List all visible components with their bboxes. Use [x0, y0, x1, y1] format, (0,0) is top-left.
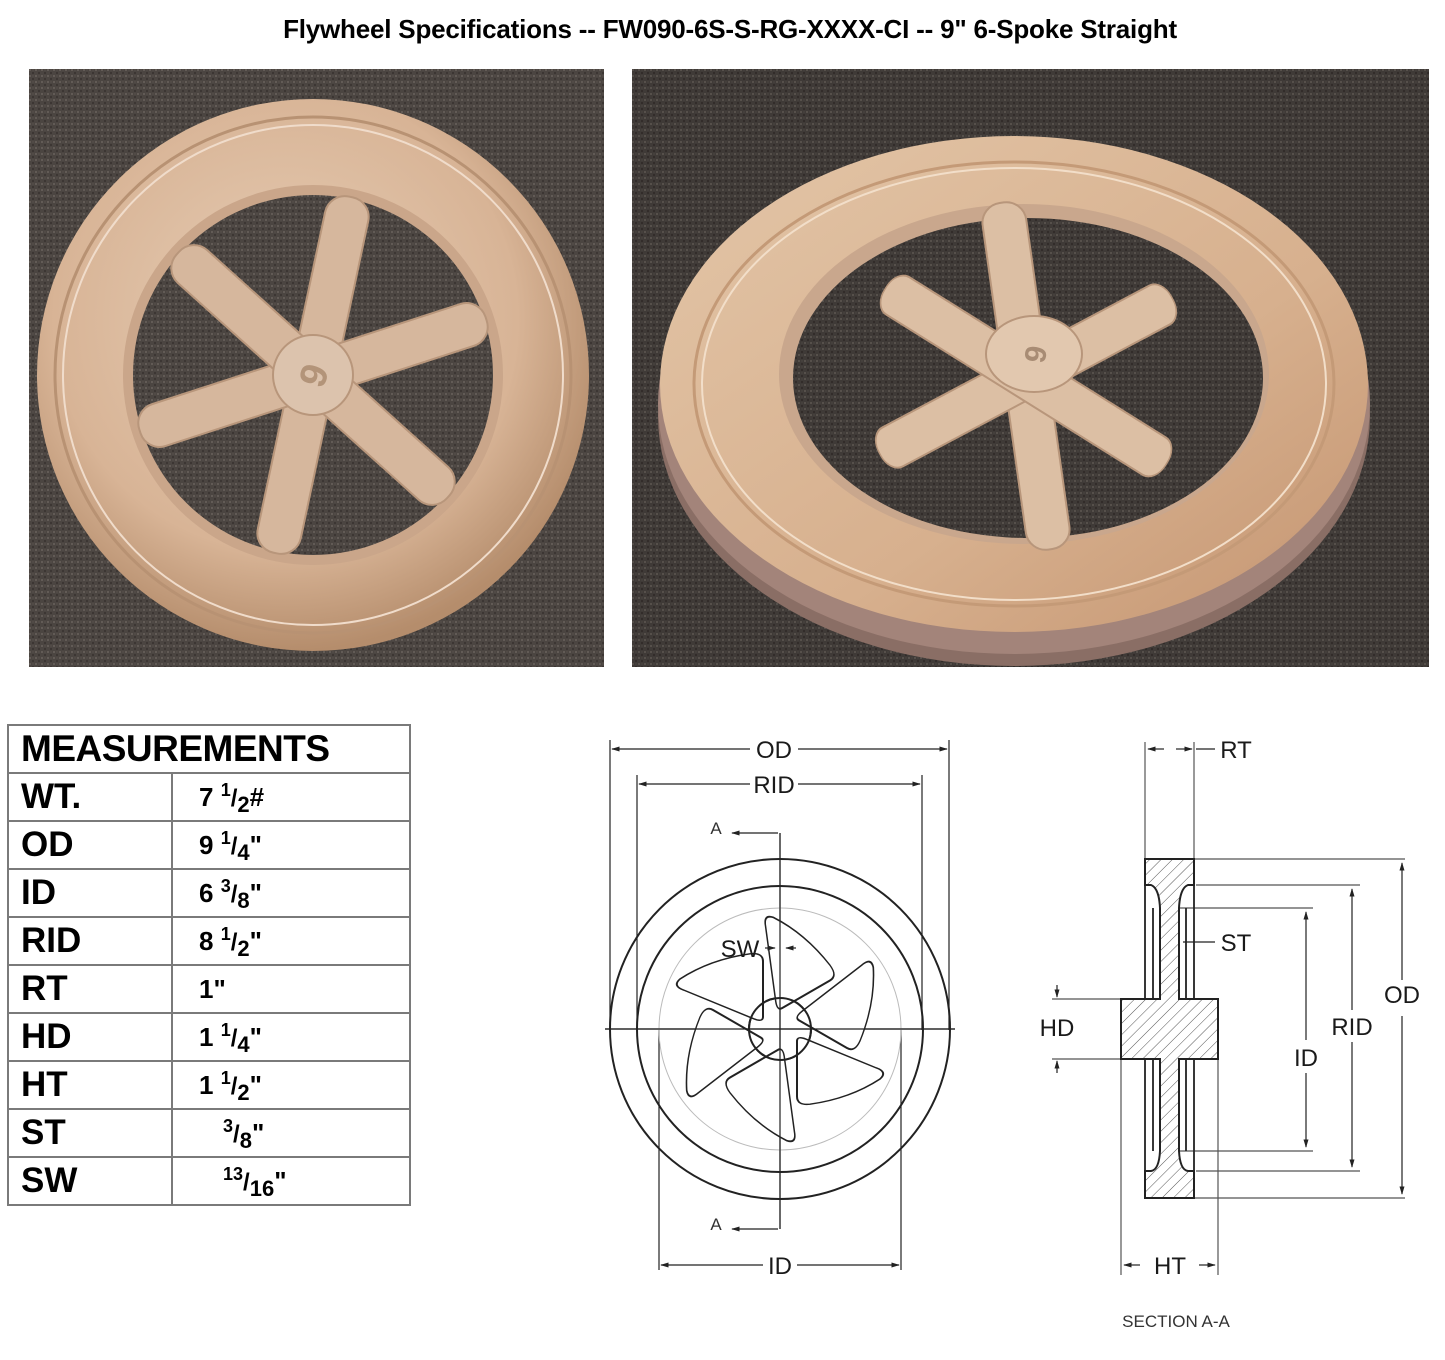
- table-row: OD 9 1/4": [7, 820, 411, 870]
- svg-text:9: 9: [1019, 343, 1054, 365]
- page-title: Flywheel Specifications -- FW090-6S-S-RG…: [283, 14, 1177, 44]
- table-row: HT 1 1/2": [7, 1060, 411, 1110]
- rt-label: RT: [1220, 737, 1252, 764]
- section-marker-top: A: [710, 819, 722, 838]
- table-row: SW 13/16": [7, 1156, 411, 1206]
- measurements-table: MEASUREMENTS WT. 7 1/2# OD 9 1/4" ID 6 3…: [7, 724, 411, 1206]
- measurement-key: SW: [7, 1156, 173, 1206]
- rid-label: RID: [753, 772, 794, 799]
- measurement-key: WT.: [7, 772, 173, 822]
- table-row: ID 6 3/8": [7, 868, 411, 918]
- measurement-value: 13/16": [171, 1156, 411, 1206]
- measurement-value: 9 1/4": [171, 820, 411, 870]
- sw-label: SW: [721, 936, 760, 963]
- table-row: ST 3/8": [7, 1108, 411, 1158]
- id-label: ID: [768, 1253, 792, 1280]
- measurement-key: ST: [7, 1108, 173, 1158]
- measurement-value: 7 1/2#: [171, 772, 411, 822]
- measurement-value: 1 1/2": [171, 1060, 411, 1110]
- section-rid-label: RID: [1331, 1014, 1372, 1041]
- measurement-value: 1": [171, 964, 411, 1014]
- section-od-label: OD: [1384, 982, 1420, 1009]
- table-row: RT 1": [7, 964, 411, 1014]
- measurement-key: OD: [7, 820, 173, 870]
- measurement-key: ID: [7, 868, 173, 918]
- hd-label: HD: [1040, 1015, 1075, 1042]
- st-label: ST: [1221, 930, 1252, 957]
- measurement-value: 8 1/2": [171, 916, 411, 966]
- measurements-header: MEASUREMENTS: [7, 724, 411, 774]
- table-row: WT. 7 1/2#: [7, 772, 411, 822]
- od-label: OD: [756, 737, 792, 764]
- measurement-key: RT: [7, 964, 173, 1014]
- flywheel-front-photo: 9: [29, 69, 604, 667]
- section-id-label: ID: [1294, 1045, 1318, 1072]
- ht-label: HT: [1154, 1253, 1186, 1280]
- measurement-value: 3/8": [171, 1108, 411, 1158]
- section-marker-bottom: A: [710, 1215, 722, 1234]
- measurement-key: RID: [7, 916, 173, 966]
- flywheel-angled-photo: 9: [632, 69, 1429, 667]
- section-view-drawing: RT ST HD ID RID OD HT SECTION A-A: [1040, 737, 1420, 1331]
- measurement-key: HD: [7, 1012, 173, 1062]
- table-row: RID 8 1/2": [7, 916, 411, 966]
- measurement-value: 1 1/4": [171, 1012, 411, 1062]
- section-caption: SECTION A-A: [1122, 1312, 1230, 1331]
- front-view-drawing: OD RID ID SW A A: [605, 737, 955, 1280]
- measurement-key: HT: [7, 1060, 173, 1110]
- measurement-value: 6 3/8": [171, 868, 411, 918]
- table-row: HD 1 1/4": [7, 1012, 411, 1062]
